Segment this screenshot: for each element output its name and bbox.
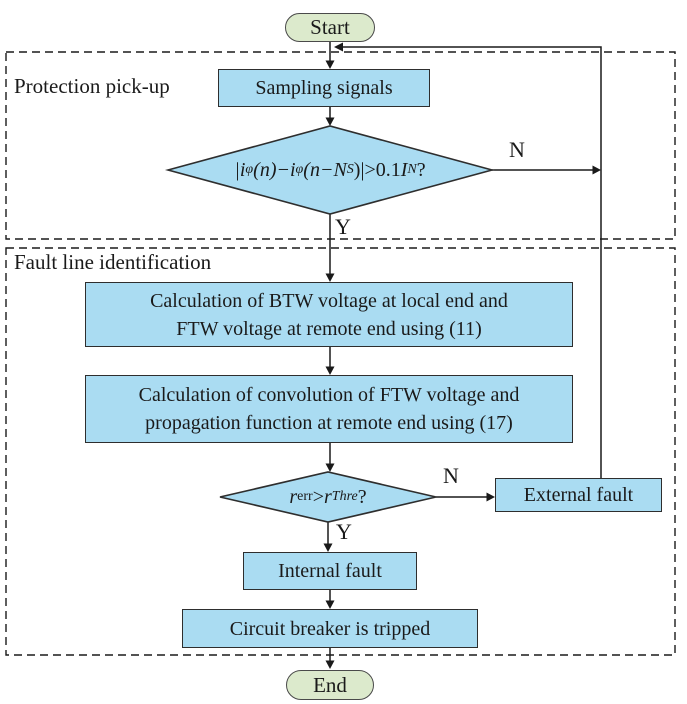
decision2-part: ? (357, 485, 367, 508)
fault-id-region-label: Fault line identification (14, 250, 212, 274)
decision2-no-label: N (443, 463, 459, 488)
decision1-part: (n)−i (253, 158, 296, 181)
arrowhead-into-decision2 (325, 463, 335, 472)
calc-btw-ftw-line1: Calculation of BTW voltage at local end … (150, 289, 508, 312)
arrowhead-into-calc2 (325, 366, 335, 375)
external-fault-box: External fault (495, 478, 662, 512)
decision1-yes-label: Y (335, 214, 351, 239)
decision1-part: ? (416, 158, 426, 181)
sampling-signals-box: Sampling signals (218, 69, 430, 107)
decision1-no-label: N (509, 137, 525, 162)
decision2-yes-label: Y (336, 519, 352, 544)
fault-id-region-outline (5, 247, 676, 656)
sampling-signals-label: Sampling signals (255, 77, 393, 99)
decision1-part: |i (234, 158, 246, 181)
arrowhead-into-external (486, 492, 495, 502)
arrowhead-into-sampling (325, 60, 335, 69)
decision2-part: > (312, 485, 324, 508)
circuit-breaker-box: Circuit breaker is tripped (182, 609, 478, 648)
arrowhead-into-decision1 (325, 117, 335, 126)
calc-btw-ftw-line2: FTW voltage at remote end using (11) (176, 317, 482, 340)
calc-convolution-line1: Calculation of convolution of FTW voltag… (138, 384, 520, 406)
protection-region-label: Protection pick-up (14, 74, 170, 98)
arrowhead-into-end (325, 660, 335, 669)
start-label: Start (310, 15, 350, 39)
decision2-diamond (219, 471, 437, 523)
end-terminal: End (286, 670, 374, 700)
calc-convolution-line2: propagation function at remote end using… (145, 412, 513, 434)
decision1-part: (n−N (303, 158, 347, 181)
arrowhead-into-internal (323, 543, 333, 552)
calc-convolution-box: Calculation of convolution of FTW voltag… (85, 375, 573, 443)
circuit-breaker-label: Circuit breaker is tripped (229, 617, 431, 640)
end-label: End (313, 672, 347, 697)
arrowhead-into-calc1 (325, 273, 335, 282)
arrowhead-into-breaker (325, 600, 335, 609)
decision1-part: )|>0.1 (353, 158, 401, 181)
internal-fault-label: Internal fault (278, 560, 382, 582)
protection-region-outline (5, 51, 676, 240)
decision1-part: I (400, 158, 408, 181)
decision2-part: r (324, 485, 332, 508)
external-fault-label: External fault (523, 484, 634, 506)
calc-btw-ftw-box: Calculation of BTW voltage at local end … (85, 282, 573, 347)
decision2-part: r (289, 485, 298, 508)
start-terminal: Start (285, 13, 375, 42)
internal-fault-box: Internal fault (243, 552, 417, 590)
arrowhead-no1-right (592, 165, 601, 175)
edge-feedback-loop (342, 46, 602, 478)
decision1-diamond (164, 125, 496, 215)
arrowhead-feedback-left (334, 42, 343, 52)
